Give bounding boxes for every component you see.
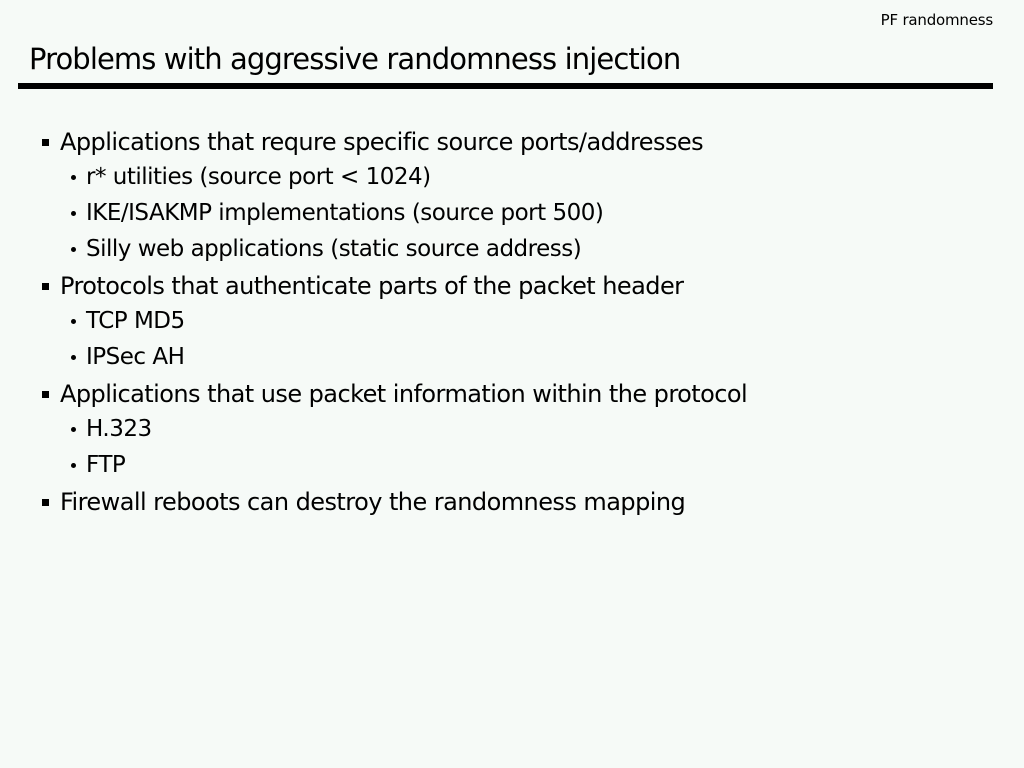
list-item: Applications that use packet information… [0,380,1024,416]
round-bullet-icon [71,247,86,256]
list-item: IPSec AH [0,344,1024,380]
bullet-list: Applications that requre specific source… [0,128,1024,524]
list-item: Applications that requre specific source… [0,128,1024,164]
round-bullet-icon [71,175,86,184]
list-item-label: IKE/ISAKMP implementations (source port … [86,200,604,226]
page-title: Problems with aggressive randomness inje… [29,42,681,76]
round-bullet-icon [71,211,86,220]
list-item-label: Protocols that authenticate parts of the… [60,272,684,300]
list-item: FTP [0,452,1024,488]
round-bullet-icon [71,319,86,328]
list-item: Silly web applications (static source ad… [0,236,1024,272]
list-item: r* utilities (source port < 1024) [0,164,1024,200]
list-item-label: FTP [86,452,126,478]
list-item: H.323 [0,416,1024,452]
list-item-label: r* utilities (source port < 1024) [86,164,431,190]
list-item: Protocols that authenticate parts of the… [0,272,1024,308]
list-item-label: Silly web applications (static source ad… [86,236,582,262]
title-divider [18,83,993,89]
running-head: PF randomness [880,11,994,29]
list-item-label: H.323 [86,416,152,442]
square-bullet-icon [42,391,60,402]
list-item-label: Applications that use packet information… [60,380,748,408]
list-item-label: Applications that requre specific source… [60,128,704,156]
list-item: IKE/ISAKMP implementations (source port … [0,200,1024,236]
list-item: TCP MD5 [0,308,1024,344]
round-bullet-icon [71,355,86,364]
list-item-label: Firewall reboots can destroy the randomn… [60,488,686,516]
list-item-label: IPSec AH [86,344,185,370]
list-item-label: TCP MD5 [86,308,185,334]
square-bullet-icon [42,499,60,510]
list-item: Firewall reboots can destroy the randomn… [0,488,1024,524]
round-bullet-icon [71,427,86,436]
round-bullet-icon [71,463,86,472]
square-bullet-icon [42,139,60,150]
square-bullet-icon [42,283,60,294]
